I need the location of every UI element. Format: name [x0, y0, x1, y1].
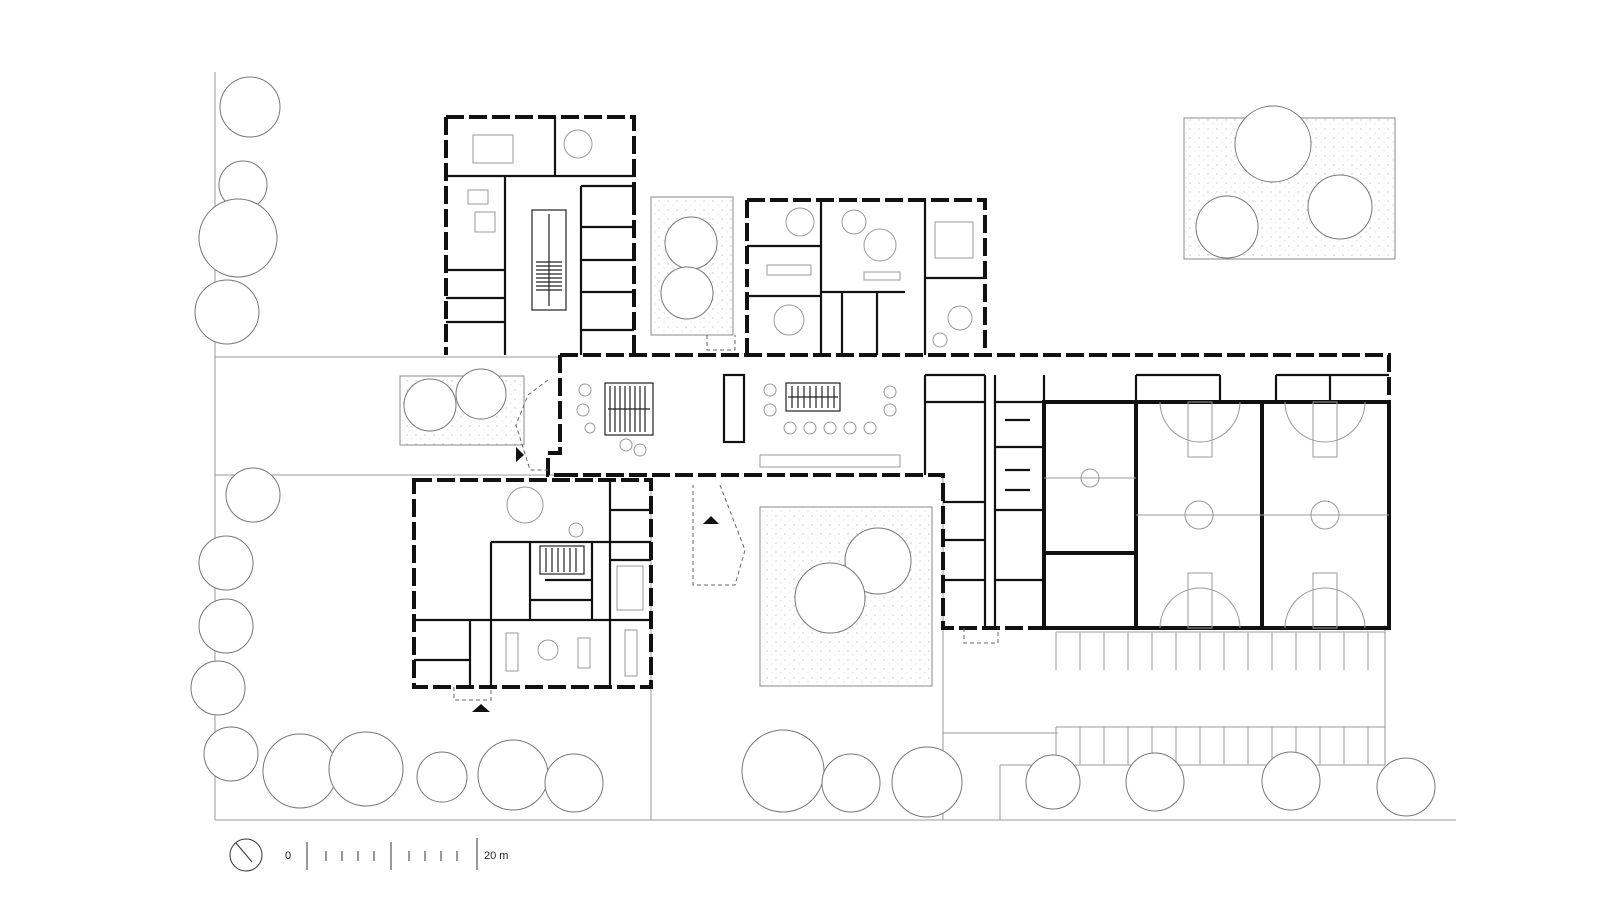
tree: [455, 368, 507, 420]
tree: [262, 733, 338, 809]
tree: [1307, 174, 1373, 240]
tree: [194, 279, 260, 345]
north-arrow-icon: [229, 838, 263, 872]
entrance-triangle-icon: [472, 704, 490, 712]
tree: [225, 467, 281, 523]
tree: [794, 562, 866, 634]
tree: [403, 378, 457, 432]
tree: [198, 598, 254, 654]
parking-stripes: [1055, 631, 1385, 765]
scale-end-label: 20 m: [484, 850, 508, 862]
central-stairs: [604, 382, 841, 436]
interior-walls: [414, 117, 1389, 687]
tree: [1125, 752, 1185, 812]
entrance-markers: [472, 447, 719, 712]
tree: [190, 660, 246, 716]
tree: [660, 266, 714, 320]
building-walls: [412, 115, 1391, 689]
scale-start-label: 0: [285, 850, 291, 862]
tree: [477, 739, 549, 811]
scale-bar: 0 20 m: [285, 838, 508, 870]
tree: [203, 726, 259, 782]
tree: [1234, 105, 1312, 183]
furniture: [467, 129, 974, 677]
trees: [190, 76, 1436, 818]
tree: [1025, 754, 1081, 810]
tree: [198, 535, 254, 591]
tree: [219, 76, 281, 138]
tree: [821, 753, 881, 813]
tree: [1376, 757, 1436, 817]
tree: [328, 731, 404, 807]
entrance-triangle-icon: [516, 447, 524, 462]
entrance-triangle-icon: [703, 516, 719, 524]
tree: [664, 216, 718, 270]
legend: 0 20 m: [229, 838, 508, 872]
sport-courts: [1044, 401, 1389, 629]
tree: [198, 198, 278, 278]
tree: [741, 729, 825, 813]
tree: [1195, 195, 1259, 259]
tree: [891, 746, 963, 818]
entrance-canopies: [453, 335, 999, 701]
tree: [844, 527, 912, 595]
tree: [416, 751, 468, 803]
tree: [544, 753, 604, 813]
tree: [1261, 751, 1321, 811]
